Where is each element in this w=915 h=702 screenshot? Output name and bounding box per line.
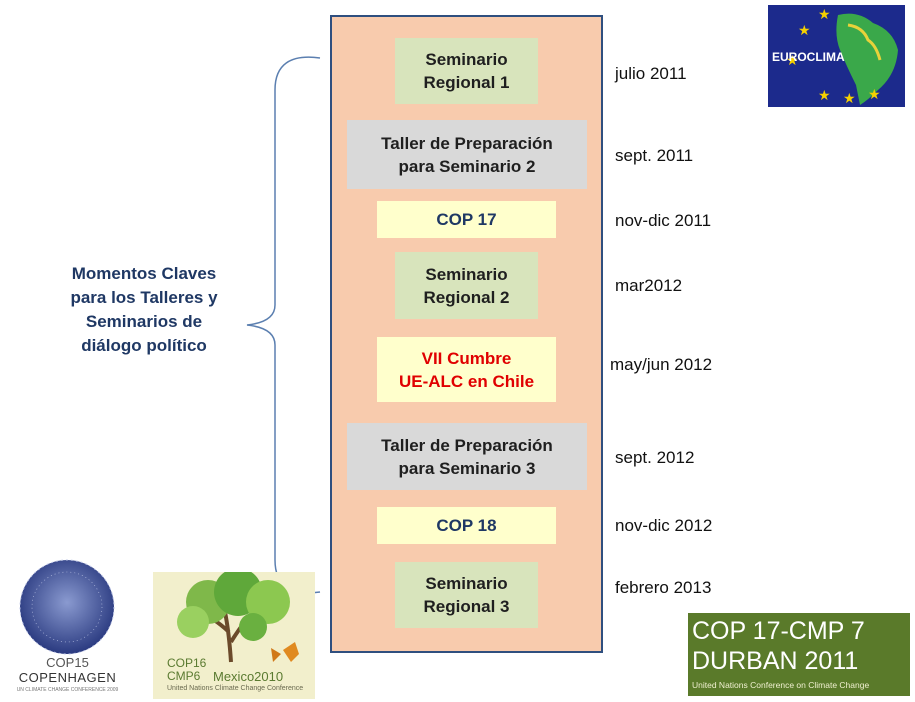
cop17-durban-logo: COP 17-CMP 7 DURBAN 2011 United Nations … bbox=[688, 613, 910, 696]
key-moments-line: para los Talleres y bbox=[70, 288, 218, 307]
tree-icon bbox=[177, 572, 299, 663]
step-line: Regional 1 bbox=[423, 73, 510, 92]
timeline-panel bbox=[330, 15, 603, 653]
step-line: Regional 3 bbox=[423, 597, 510, 616]
date-label: sept. 2011 bbox=[615, 146, 694, 165]
globe-icon bbox=[19, 559, 115, 655]
key-moments-line: Seminarios de bbox=[85, 312, 203, 331]
step-line: VII Cumbre bbox=[421, 348, 512, 368]
step-cop18: COP 18 bbox=[377, 507, 556, 544]
euroclima-logo: ★ ★ ★ ★ ★ ★ EUROCLIMA bbox=[768, 5, 905, 107]
step-line: Seminario bbox=[425, 264, 508, 284]
euroclima-text: EUROCLIMA bbox=[772, 50, 845, 64]
cop17-city: DURBAN 2011 bbox=[692, 647, 859, 675]
cop16-subtitle: United Nations Climate Change Conference bbox=[167, 685, 304, 692]
cop16-cmp: CMP6 bbox=[167, 669, 201, 683]
curly-brace bbox=[246, 56, 321, 594]
step-taller-seminario-2: Taller de Preparación para Seminario 2 bbox=[347, 120, 587, 189]
step-line: para Seminario 2 bbox=[398, 156, 536, 176]
cop17-title: COP 17-CMP 7 bbox=[692, 617, 865, 645]
step-line: UE-ALC en Chile bbox=[398, 371, 535, 391]
svg-text:★: ★ bbox=[818, 6, 831, 22]
step-cop17: COP 17 bbox=[377, 201, 556, 238]
cop15-title: COP15 bbox=[46, 655, 89, 670]
date-label: julio 2011 bbox=[615, 64, 687, 83]
euroclima-map-icon: ★ ★ ★ ★ ★ ★ bbox=[786, 6, 898, 106]
key-moments-label: Momentos Claves para los Talleres y Semi… bbox=[40, 262, 248, 358]
key-moments-line: Momentos Claves bbox=[71, 264, 217, 283]
date-label: nov-dic 2011 bbox=[615, 211, 712, 230]
step-line: Seminario bbox=[425, 50, 508, 69]
cop17-subtitle: United Nations Conference on Climate Cha… bbox=[692, 680, 870, 690]
svg-text:★: ★ bbox=[843, 90, 856, 106]
svg-text:★: ★ bbox=[818, 87, 831, 103]
cop15-logo: COP15 COPENHAGEN UN CLIMATE CHANGE CONFE… bbox=[5, 555, 130, 700]
cop16-title: COP16 bbox=[167, 656, 207, 670]
cop15-city: COPENHAGEN bbox=[18, 670, 117, 685]
date-label: nov-dic 2012 bbox=[615, 516, 713, 535]
cop16-logo: COP16 CMP6 Mexico2010 United Nations Cli… bbox=[153, 572, 315, 699]
step-line: COP 17 bbox=[436, 210, 497, 229]
step-line: Regional 2 bbox=[423, 287, 510, 307]
date-label: febrero 2013 bbox=[615, 578, 712, 597]
svg-text:★: ★ bbox=[868, 86, 881, 102]
step-line: Taller de Preparación bbox=[381, 133, 553, 153]
date-label: mar2012 bbox=[615, 276, 683, 295]
step-line: Seminario bbox=[425, 574, 508, 593]
cop16-city: Mexico2010 bbox=[213, 669, 284, 684]
step-line: Taller de Preparación bbox=[381, 435, 553, 455]
step-taller-seminario-3: Taller de Preparación para Seminario 3 bbox=[347, 423, 587, 490]
cop15-subtitle: UN CLIMATE CHANGE CONFERENCE 2009 bbox=[16, 687, 119, 693]
date-label: sept. 2012 bbox=[615, 448, 695, 467]
key-moments-line: diálogo político bbox=[81, 336, 207, 355]
svg-text:★: ★ bbox=[786, 52, 799, 68]
date-label: may/jun 2012 bbox=[610, 355, 713, 374]
step-line: para Seminario 3 bbox=[398, 458, 536, 478]
step-line: COP 18 bbox=[436, 516, 497, 535]
svg-text:★: ★ bbox=[798, 22, 811, 38]
